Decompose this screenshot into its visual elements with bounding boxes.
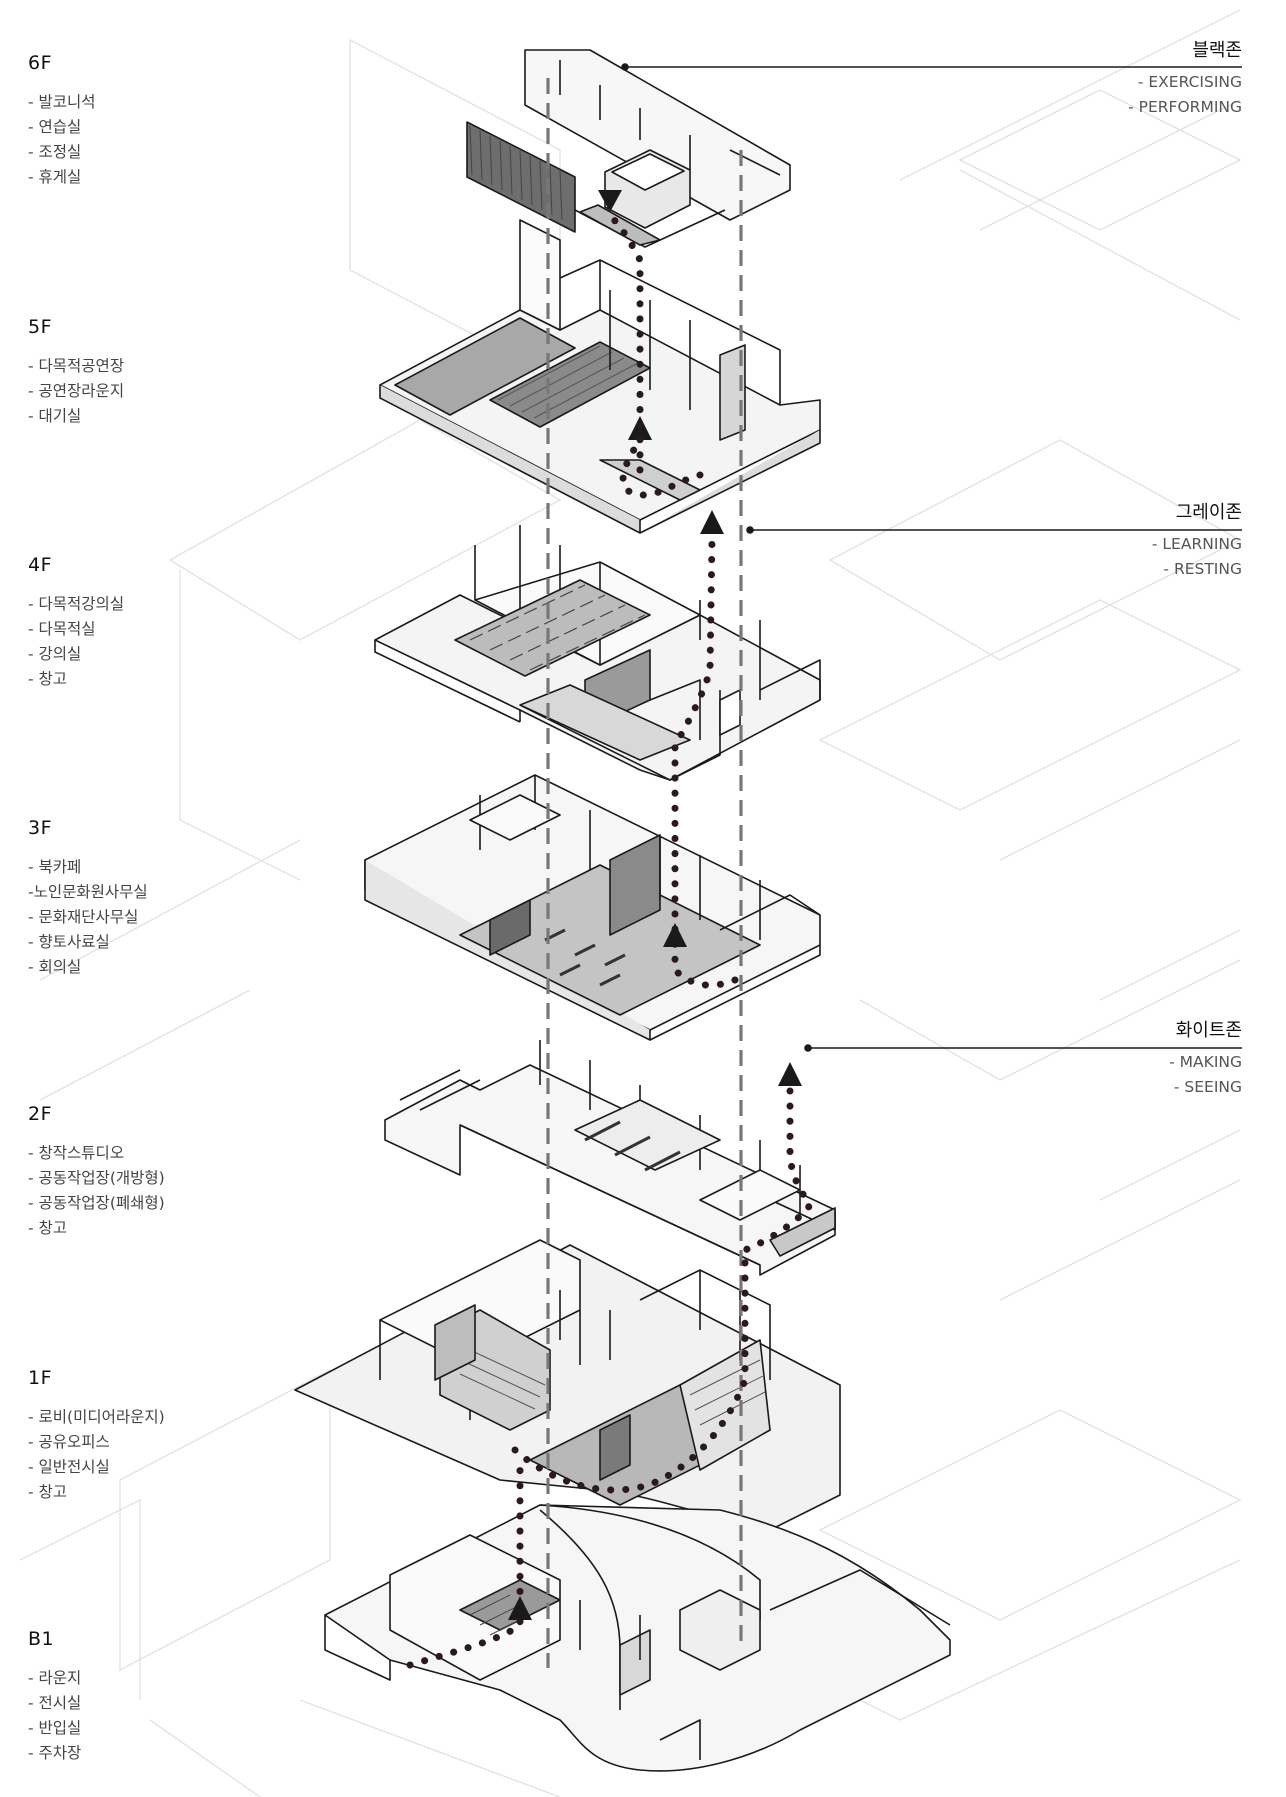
floor-3f-item: - 향토사료실 [28, 933, 110, 951]
floor-6f-item: - 연습실 [28, 118, 82, 136]
floor-b1-title: B1 [28, 1628, 55, 1650]
floor-5f-model [379, 219, 821, 534]
floor-5f-item: - 공연장라운지 [28, 382, 125, 400]
floor-5f-item: - 다목적공연장 [28, 357, 125, 375]
floor-5f-label: 5F - 다목적공연장 - 공연장라운지 - 대기실 [28, 316, 124, 429]
zone-gray: 그레이존 - LEARNING - RESTING [1152, 498, 1242, 582]
floor-3f-label: 3F - 북카페 -노인문화원사무실 - 문화재단사무실 - 향토사료실 - 회… [28, 817, 148, 980]
floor-4f-item: - 창고 [28, 670, 68, 688]
zone-black: 블랙존 - EXERCISING - PERFORMING [1128, 36, 1242, 120]
floor-3f-item: - 북카페 [28, 858, 82, 876]
floor-3f-model [364, 774, 821, 1041]
floor-6f-title: 6F [28, 52, 53, 74]
floor-2f-item: - 창작스튜디오 [28, 1144, 125, 1162]
floor-1f-item: - 공유오피스 [28, 1433, 110, 1451]
floor-2f-item: - 창고 [28, 1219, 68, 1237]
zone-white-title: 화이트존 [1175, 1020, 1242, 1041]
floor-3f-item: - 문화재단사무실 [28, 908, 139, 926]
floor-b1-item: - 주차장 [28, 1744, 82, 1762]
floor-3f-title: 3F [28, 817, 53, 839]
floor-2f-item: - 공동작업장(폐쇄형) [28, 1194, 165, 1212]
floor-2f-model [384, 1040, 836, 1276]
floor-6f-label: 6F - 발코니석 - 연습실 - 조정실 - 휴게실 [28, 52, 96, 190]
zone-white-sub: - SEEING [1173, 1078, 1242, 1096]
floor-1f-item: - 로비(미디어라운지) [28, 1408, 165, 1426]
floor-4f-item: - 강의실 [28, 645, 82, 663]
zone-white-sub: - MAKING [1169, 1053, 1242, 1071]
floor-4f-model [374, 525, 821, 781]
floor-6f-item: - 휴게실 [28, 168, 82, 186]
floor-1f-title: 1F [28, 1367, 53, 1389]
floor-4f-title: 4F [28, 554, 53, 576]
floor-b1-item: - 라운지 [28, 1669, 82, 1687]
zone-leader-lines [621, 63, 1242, 1052]
floor-2f-item: - 공동작업장(개방형) [28, 1169, 165, 1187]
floor-b1-model [324, 1504, 951, 1772]
core-dashed-lines [546, 78, 743, 1668]
zone-black-sub: - PERFORMING [1128, 98, 1242, 116]
floor-4f-label: 4F - 다목적강의실 - 다목적실 - 강의실 - 창고 [28, 554, 124, 692]
floor-5f-title: 5F [28, 316, 53, 338]
floor-6f-item: - 발코니석 [28, 93, 96, 111]
floor-2f-title: 2F [28, 1103, 53, 1125]
zone-gray-sub: - LEARNING [1151, 535, 1242, 553]
zone-black-sub: - EXERCISING [1137, 73, 1242, 91]
floor-1f-model [294, 1239, 841, 1536]
floor-b1-item: - 전시실 [28, 1694, 82, 1712]
floor-1f-item: - 일반전시실 [28, 1458, 110, 1476]
zone-gray-title: 그레이존 [1175, 502, 1242, 523]
floor-1f-label: 1F - 로비(미디어라운지) - 공유오피스 - 일반전시실 - 창고 [28, 1367, 165, 1505]
zone-black-title: 블랙존 [1192, 40, 1242, 61]
floor-b1-item: - 반입실 [28, 1719, 82, 1737]
circulation-path [406, 190, 815, 1669]
floor-3f-item: -노인문화원사무실 [28, 883, 148, 901]
floor-2f-label: 2F - 창작스튜디오 - 공동작업장(개방형) - 공동작업장(폐쇄형) - … [28, 1103, 165, 1241]
floor-b1-label: B1 - 라운지 - 전시실 - 반입실 - 주차장 [28, 1628, 81, 1766]
floor-6f-model [466, 49, 791, 248]
zone-white: 화이트존 - MAKING - SEEING [1169, 1016, 1242, 1100]
floor-4f-item: - 다목적강의실 [28, 595, 125, 613]
floor-6f-item: - 조정실 [28, 143, 82, 161]
floor-1f-item: - 창고 [28, 1483, 68, 1501]
floor-5f-item: - 대기실 [28, 407, 82, 425]
floor-3f-item: - 회의실 [28, 958, 82, 976]
floor-4f-item: - 다목적실 [28, 620, 96, 638]
zone-gray-sub: - RESTING [1163, 560, 1242, 578]
